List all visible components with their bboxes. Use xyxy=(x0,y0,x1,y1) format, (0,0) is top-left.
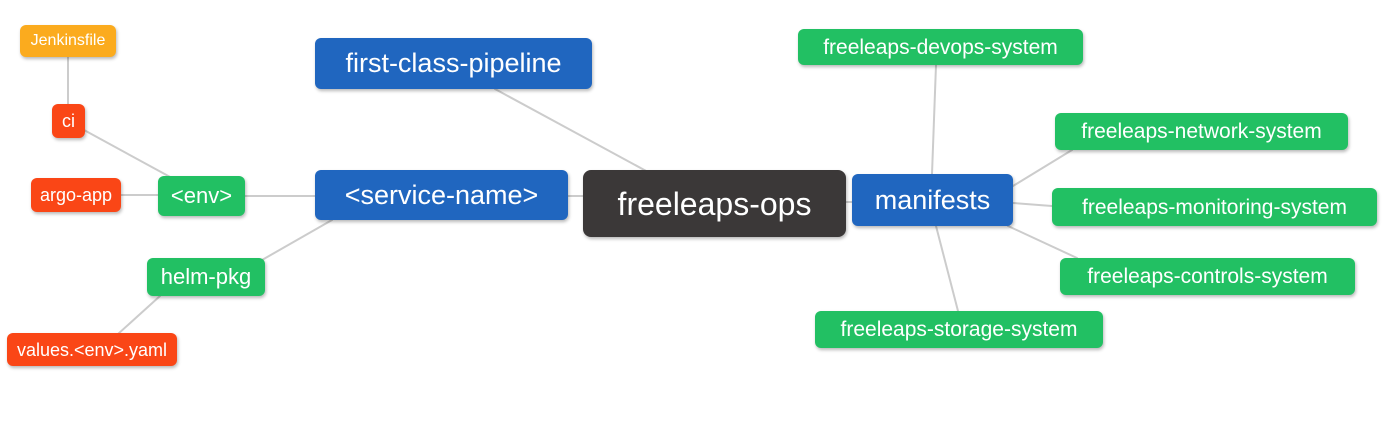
node-freeleaps-monitoring-system[interactable]: freeleaps-monitoring-system xyxy=(1052,188,1377,226)
edge-manifests-storage xyxy=(935,225,959,312)
node-env[interactable]: <env> xyxy=(158,176,245,216)
node-first-class-pipeline[interactable]: first-class-pipeline xyxy=(315,38,592,89)
edge-manifests-network xyxy=(1012,149,1073,187)
node-service-name[interactable]: <service-name> xyxy=(315,170,568,220)
node-ci[interactable]: ci xyxy=(52,104,85,138)
edge-manifests-devops xyxy=(931,64,937,175)
edge-servicename-helmpkg xyxy=(261,219,333,261)
edge-helmpkg-valuesyaml xyxy=(117,295,161,335)
node-values-env-yaml[interactable]: values.<env>.yaml xyxy=(7,333,177,366)
node-freeleaps-devops-system[interactable]: freeleaps-devops-system xyxy=(798,29,1083,65)
node-jenkinsfile[interactable]: Jenkinsfile xyxy=(20,25,116,57)
node-argo-app[interactable]: argo-app xyxy=(31,178,121,212)
node-freeleaps-network-system[interactable]: freeleaps-network-system xyxy=(1055,113,1348,150)
edge-manifests-monitoring xyxy=(1012,202,1053,207)
node-freeleaps-ops-root[interactable]: freeleaps-ops xyxy=(583,170,846,237)
edge-pipeline-root xyxy=(494,88,649,173)
node-freeleaps-storage-system[interactable]: freeleaps-storage-system xyxy=(815,311,1103,348)
edge-manifests-controls xyxy=(1007,225,1078,259)
node-helm-pkg[interactable]: helm-pkg xyxy=(147,258,265,296)
edge-ci-env xyxy=(83,129,173,179)
node-freeleaps-controls-system[interactable]: freeleaps-controls-system xyxy=(1060,258,1355,295)
node-manifests[interactable]: manifests xyxy=(852,174,1013,226)
